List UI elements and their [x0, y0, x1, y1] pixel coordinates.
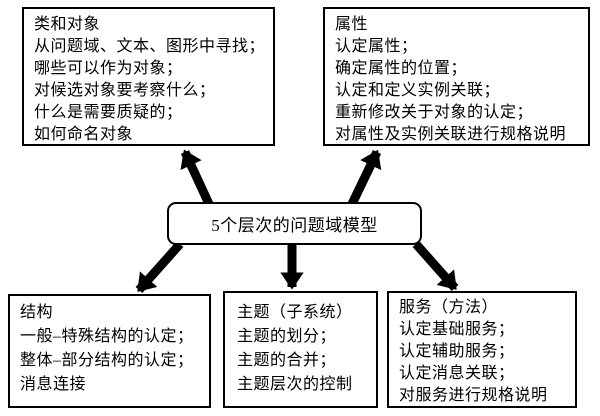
- box-classes-and-objects: 类和对象 从问题域、文本、图形中寻找； 哪些可以作为对象； 对候选对象要考察什么…: [22, 7, 275, 146]
- box-service-line: 认定基础服务；: [399, 321, 515, 338]
- box-subject-line: 主题层次的控制: [237, 376, 353, 393]
- box-attributes-line: 认定属性；: [335, 38, 418, 55]
- box-structure-line: 一般–特殊结构的认定；: [20, 328, 194, 345]
- box-classes-line: 对候选对象要考察什么；: [34, 82, 216, 99]
- center-box-problem-domain-model: 5个层次的问题域模型: [167, 202, 422, 245]
- arrow-center-to-classes-objects: [180, 149, 214, 206]
- box-attributes-line: 认定和定义实例关联；: [335, 82, 501, 99]
- box-service-line: 认定辅助服务；: [399, 343, 515, 360]
- box-classes-line: 从问题域、文本、图形中寻找；: [34, 38, 266, 55]
- center-box-label: 5个层次的问题域模型: [211, 216, 378, 235]
- box-service-title: 服务（方法）: [399, 299, 499, 316]
- box-subject-line: 主题的划分；: [237, 328, 337, 345]
- box-attributes-line: 重新修改关于对象的认定；: [335, 104, 534, 121]
- box-structure: 结构 一般–特殊结构的认定； 整体–部分结构的认定； 消息连接: [8, 294, 211, 408]
- box-structure-title: 结构: [20, 304, 54, 321]
- box-attributes-title: 属性: [335, 16, 369, 33]
- arrow-center-to-attributes: [347, 149, 382, 206]
- box-attributes-line: 对属性及实例关联进行规格说明: [335, 126, 567, 143]
- box-structure-line: 整体–部分结构的认定；: [20, 352, 194, 369]
- box-classes-title: 类和对象: [34, 16, 101, 33]
- box-classes-line: 哪些可以作为对象；: [34, 60, 183, 77]
- box-structure-line: 消息连接: [20, 376, 87, 393]
- box-service-method: 服务（方法） 认定基础服务； 认定辅助服务； 认定消息关联； 对服务进行规格说明: [387, 291, 577, 408]
- arrow-center-to-structure: [135, 241, 184, 293]
- box-classes-line: 如何命名对象: [34, 126, 134, 143]
- box-subject-line: 主题的合并；: [237, 352, 337, 369]
- box-subject-title: 主题（子系统）: [237, 304, 353, 321]
- arrow-center-to-service: [412, 241, 459, 291]
- box-subject-subsystem: 主题（子系统） 主题的划分； 主题的合并； 主题层次的控制: [223, 291, 378, 408]
- box-attributes: 属性 认定属性； 确定属性的位置； 认定和定义实例关联； 重新修改关于对象的认定…: [323, 7, 590, 146]
- box-attributes-line: 确定属性的位置；: [335, 60, 468, 77]
- box-service-line: 认定消息关联；: [399, 365, 515, 382]
- box-classes-line: 什么是需要质疑的；: [34, 104, 183, 121]
- box-service-line: 对服务进行规格说明: [399, 387, 548, 404]
